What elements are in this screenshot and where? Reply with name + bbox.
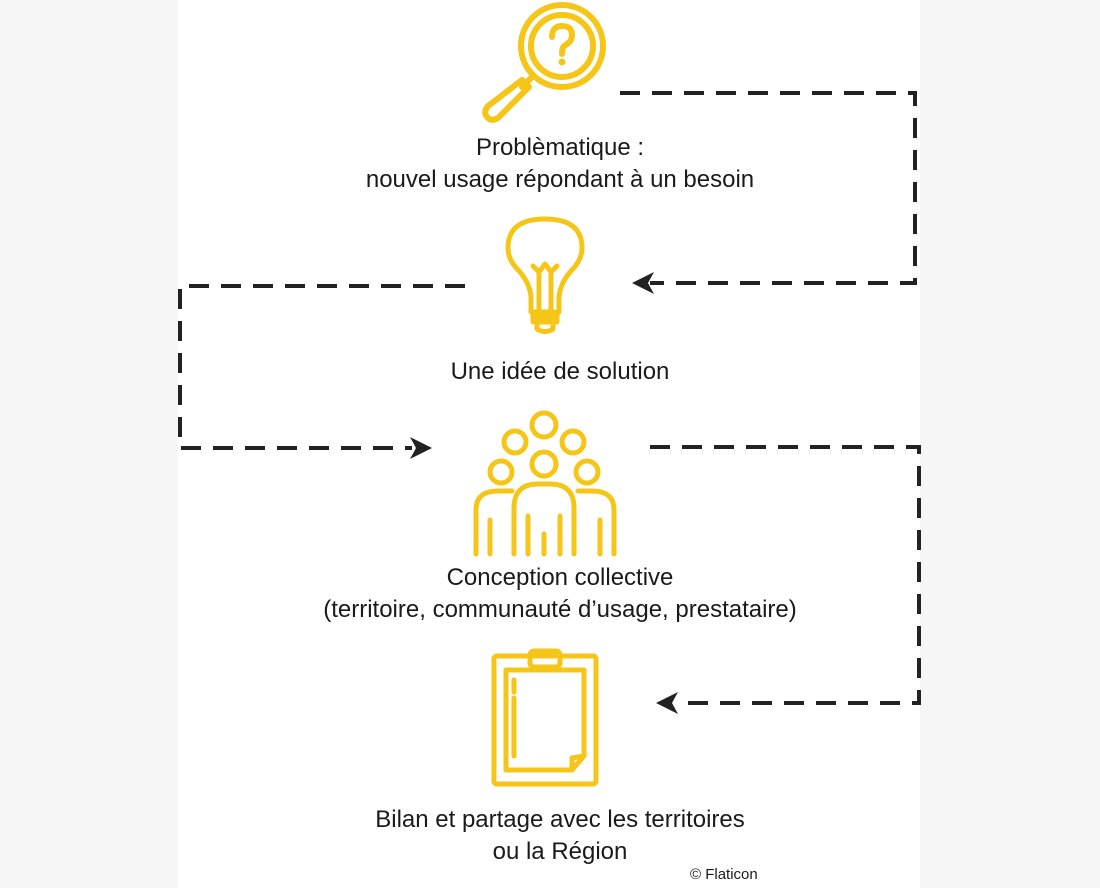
connector-step3-to-step4 xyxy=(650,445,921,705)
clipboard-icon xyxy=(491,648,599,787)
arrowhead-to-step2 xyxy=(632,272,654,294)
magnifier-question-icon xyxy=(482,2,606,123)
lightbulb-icon xyxy=(505,216,585,334)
step3-label: Conception collective (territoire, commu… xyxy=(323,564,797,623)
step4-label: Bilan et partage avec les territoires ou… xyxy=(375,806,745,865)
arrowhead-to-step3 xyxy=(410,437,432,459)
connector-step1-to-step2 xyxy=(620,91,917,285)
image-credit: © Flaticon xyxy=(690,866,758,883)
connector-step2-to-step3 xyxy=(178,284,465,450)
arrowhead-to-step4 xyxy=(656,692,678,714)
step1-label: Problèmatique : nouvel usage répondant à… xyxy=(365,134,755,193)
step2-label: Une idée de solution xyxy=(450,358,670,385)
group-of-people-icon xyxy=(473,410,617,557)
diagram-canvas xyxy=(178,0,920,888)
